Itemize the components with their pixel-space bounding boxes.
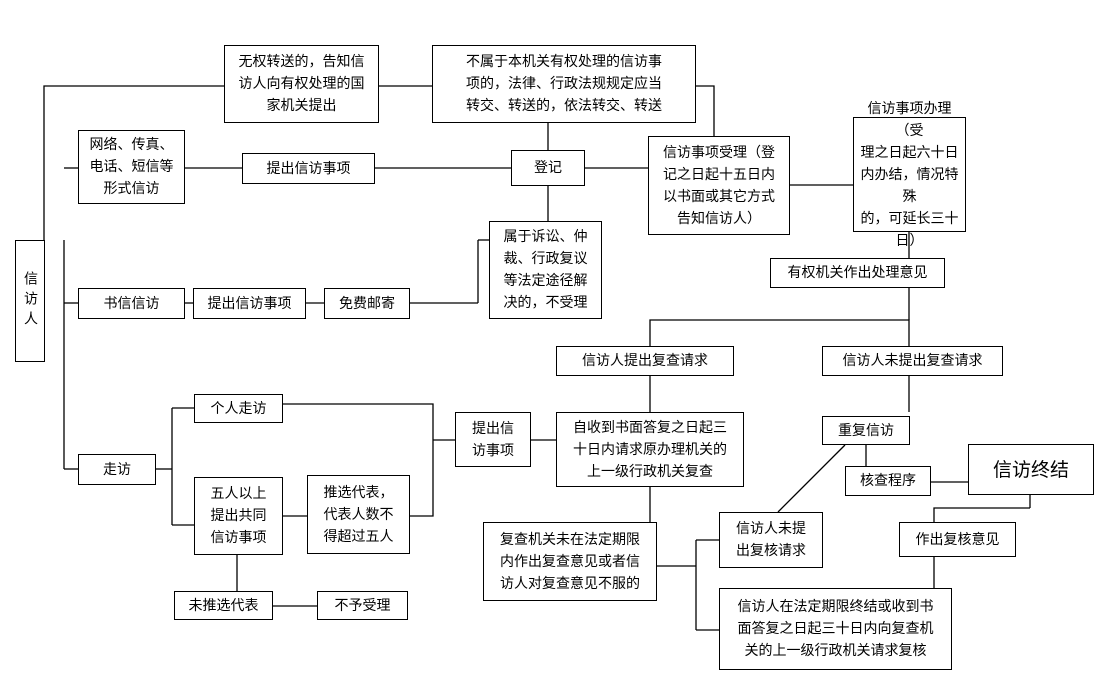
not-accepted-node: 不予受理: [317, 591, 408, 620]
free-mail-node: 免费邮寄: [324, 288, 410, 319]
submit-matter-node-3: 提出信 访事项: [455, 412, 531, 467]
five-or-more-node: 五人以上 提出共同 信访事项: [194, 477, 283, 555]
elect-reps-label: 推选代表， 代表人数不 得超过五人: [323, 484, 394, 545]
opinion-label: 有权机关作出处理意见: [787, 265, 928, 281]
not-accepted-label: 不予受理: [334, 597, 391, 614]
register-node: 登记: [511, 150, 585, 186]
online-petition-node: 网络、传真、 电话、短信等 形式信访: [78, 130, 185, 204]
individual-visit-node: 个人走访: [194, 394, 283, 423]
elect-reps-node: 推选代表， 代表人数不 得超过五人: [307, 475, 410, 554]
not-our-authority-label: 不属于本机关有权处理的信访事 项的，法律、行政法规规定应当 转交、转送的，依法转…: [466, 54, 662, 114]
check-procedure-label: 核查程序: [860, 473, 916, 489]
submit-matter-label-3: 提出信 访事项: [472, 420, 514, 459]
visit-label: 走访: [103, 461, 131, 478]
petition-end-node: 信访终结: [968, 444, 1094, 495]
no-review-label: 信访人未提出复查请求: [842, 353, 983, 369]
online-petition-label: 网络、传真、 电话、短信等 形式信访: [89, 137, 174, 197]
recheck-opinion-label: 作出复核意见: [915, 531, 1000, 548]
letter-petition-label: 书信信访: [103, 295, 160, 312]
no-power-transfer-node: 无权转送的，告知信 访人向有权处理的国 家机关提出: [224, 45, 379, 123]
request-review-label: 信访人提出复查请求: [582, 353, 708, 369]
register-label: 登记: [534, 160, 562, 176]
opinion-node: 有权机关作出处理意见: [770, 258, 945, 288]
individual-visit-label: 个人走访: [210, 400, 267, 417]
not-our-authority-node: 不属于本机关有权处理的信访事 项的，法律、行政法规规定应当 转交、转送的，依法转…: [432, 45, 696, 123]
accept-label: 信访事项受理（登 记之日起十五日内 以书面或其它方式 告知信访人）: [663, 144, 775, 227]
visit-node: 走访: [78, 454, 156, 485]
submit-matter-label-1: 提出信访事项: [266, 160, 351, 177]
free-mail-label: 免费邮寄: [339, 295, 395, 312]
no-recheck-label: 信访人未提 出复核请求: [736, 521, 806, 559]
submit-matter-node-1: 提出信访事项: [242, 153, 375, 184]
handle-label: 信访事项办理（受 理之日起六十日 内办结，情况特殊 的，可延长三十 日）: [860, 100, 959, 249]
review-fail-label: 复查机关未在法定期限 内作出复查意见或者信 访人对复查意见不服的: [500, 531, 640, 592]
petitioner-node: 信访人: [15, 240, 45, 362]
submit-matter-node-2: 提出信访事项: [193, 288, 306, 319]
five-or-more-label: 五人以上 提出共同 信访事项: [210, 486, 267, 546]
not-accepted-legal-node: 属于诉讼、仲 裁、行政复议 等法定途径解 决的，不受理: [489, 221, 602, 319]
check-procedure-node: 核查程序: [845, 466, 931, 496]
letter-petition-node: 书信信访: [78, 288, 185, 319]
request-review-node: 信访人提出复查请求: [556, 346, 734, 376]
petition-end-label: 信访终结: [992, 458, 1069, 481]
petitioner-label: 信访人: [22, 271, 38, 331]
no-recheck-node: 信访人未提 出复核请求: [719, 512, 823, 568]
no-review-node: 信访人未提出复查请求: [822, 346, 1003, 376]
review-request-label: 自收到书面答复之日起三 十日内请求原办理机关的 上一级行政机关复查: [573, 419, 727, 480]
no-reps-label: 未推选代表: [188, 597, 259, 614]
recheck-request-label: 信访人在法定期限终结或收到书 面答复之日起三十日内向复查机 关的上一级行政机关请…: [737, 599, 934, 659]
review-request-node: 自收到书面答复之日起三 十日内请求原办理机关的 上一级行政机关复查: [556, 412, 744, 487]
repeat-visit-label: 重复信访: [838, 422, 894, 439]
handle-node: 信访事项办理（受 理之日起六十日 内办结，情况特殊 的，可延长三十 日）: [853, 101, 966, 249]
not-accepted-legal-label: 属于诉讼、仲 裁、行政复议 等法定途径解 决的，不受理: [503, 229, 588, 311]
submit-matter-label-2: 提出信访事项: [207, 295, 292, 312]
no-reps-node: 未推选代表: [174, 591, 273, 620]
repeat-visit-node: 重复信访: [822, 416, 910, 445]
accept-node: 信访事项受理（登 记之日起十五日内 以书面或其它方式 告知信访人）: [648, 136, 790, 235]
recheck-opinion-node: 作出复核意见: [899, 522, 1016, 557]
review-fail-node: 复查机关未在法定期限 内作出复查意见或者信 访人对复查意见不服的: [483, 522, 657, 601]
no-power-transfer-label: 无权转送的，告知信 访人向有权处理的国 家机关提出: [238, 54, 365, 114]
recheck-request-node: 信访人在法定期限终结或收到书 面答复之日起三十日内向复查机 关的上一级行政机关请…: [719, 588, 952, 670]
